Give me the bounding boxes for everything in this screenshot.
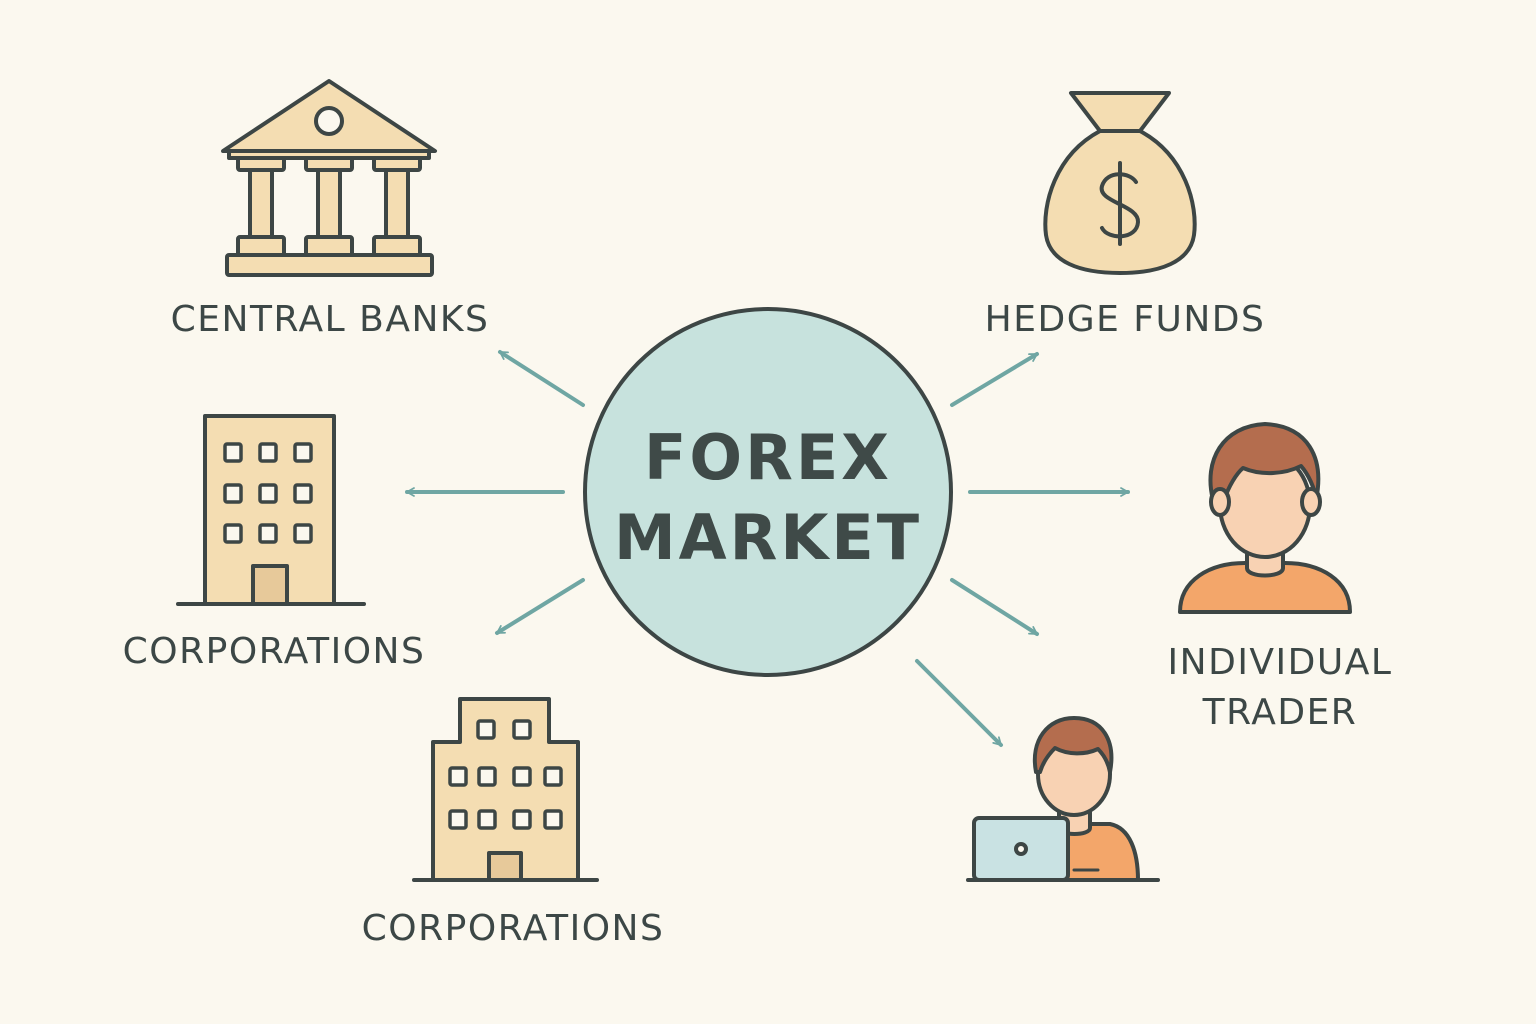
central-banks-label: CENTRAL BANKS <box>170 299 490 340</box>
individual-trader-label-line2: TRADER <box>1202 692 1358 733</box>
money-bag-icon <box>1043 91 1197 275</box>
office-building-icon <box>412 697 599 882</box>
arrow-to-hedge-funds <box>950 352 1039 407</box>
bank-building-icon <box>221 79 437 277</box>
corporations-label-1: CORPORATIONS <box>122 631 426 672</box>
center-title-line1: FOREX <box>644 421 892 494</box>
person-laptop-icon <box>966 716 1160 882</box>
individual-trader-label-line1: INDIVIDUAL <box>1167 642 1393 683</box>
individual-trader-label: INDIVIDUAL TRADER <box>1130 638 1430 738</box>
person-icon <box>1178 422 1352 614</box>
arrow-to-central-banks <box>498 350 585 407</box>
forex-market-circle <box>583 307 953 677</box>
forex-market-title: FOREX MARKET <box>586 418 950 578</box>
arrow-to-corporations-2 <box>495 578 585 635</box>
arrow-to-lower-right <box>950 578 1039 636</box>
office-building-icon <box>176 414 366 606</box>
arrow-to-laptop-trader <box>915 659 1003 747</box>
corporations-label-2: CORPORATIONS <box>361 908 665 949</box>
center-title-line2: MARKET <box>613 501 923 574</box>
hedge-funds-label: HEDGE FUNDS <box>984 299 1266 340</box>
